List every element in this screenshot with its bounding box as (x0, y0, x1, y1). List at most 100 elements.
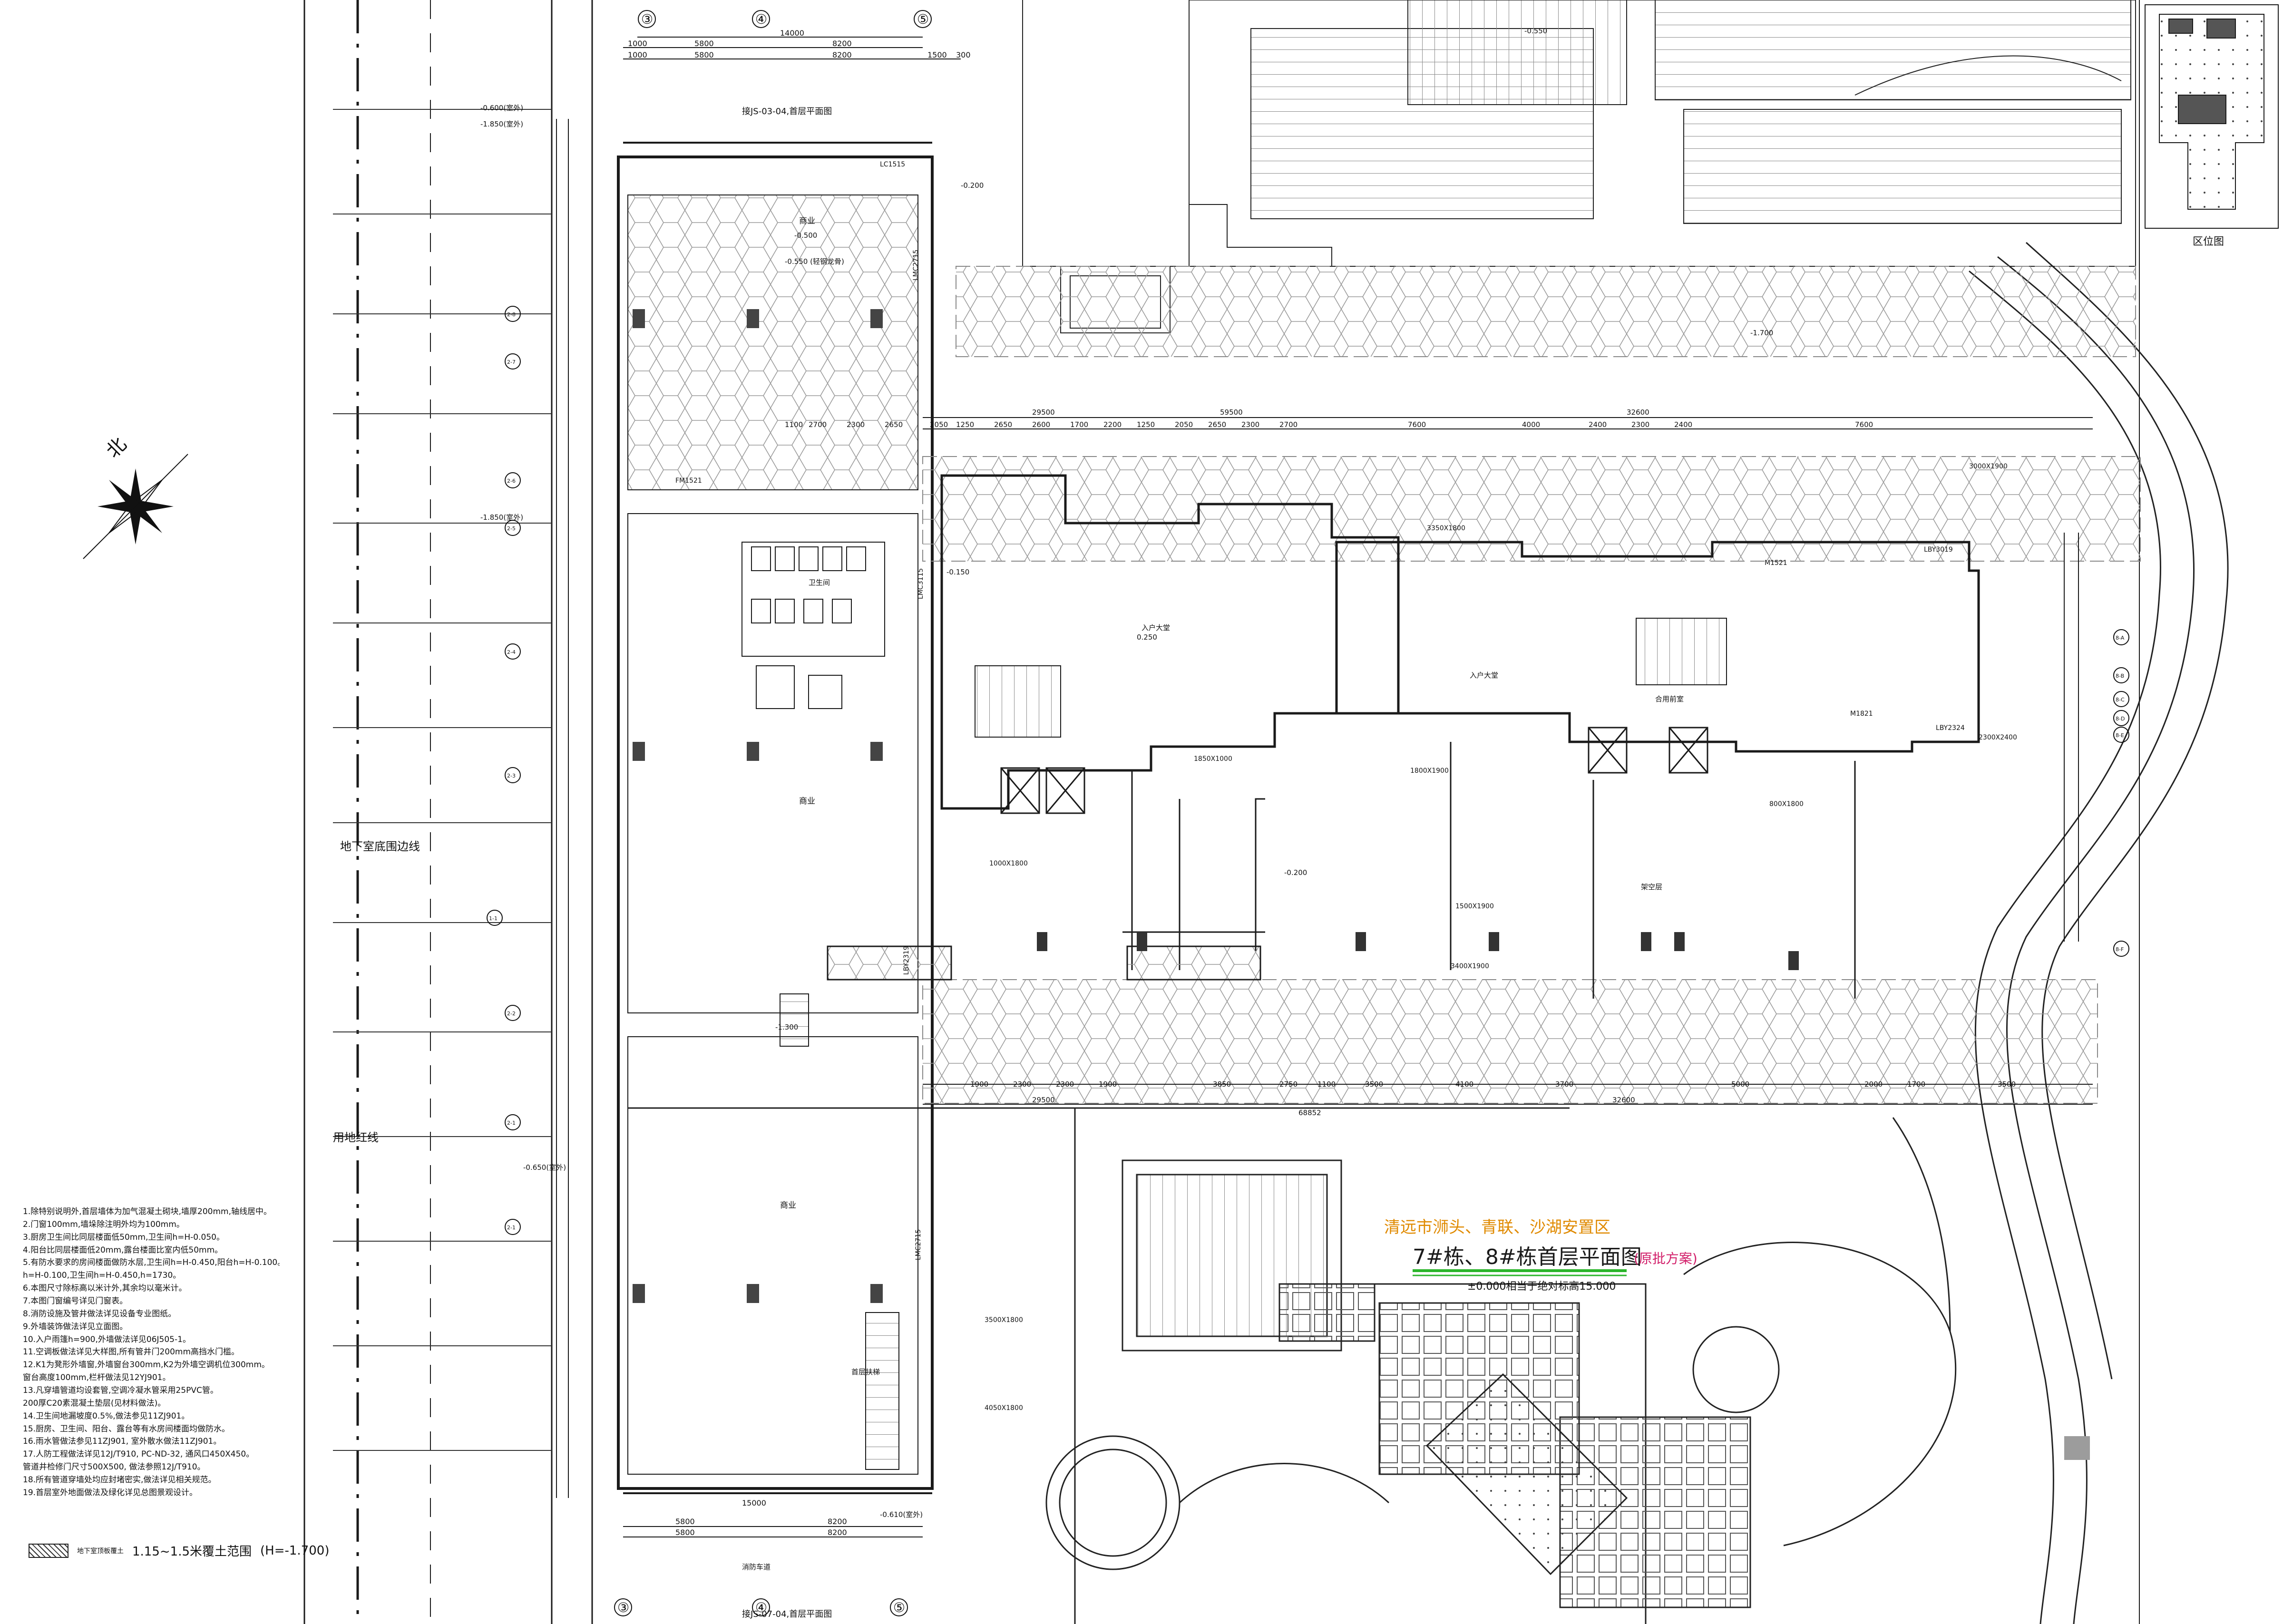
elev-label: -1.850(室外) (480, 120, 523, 128)
dim-text: 2750 (1279, 1080, 1298, 1089)
dim-text: 2300 (1056, 1080, 1074, 1089)
room-label: 入户大堂 (1142, 623, 1170, 632)
room-label: 卫生间 (809, 578, 830, 587)
note-line: 9.外墙装饰做法详见立面图。 (23, 1322, 128, 1332)
grid-bubble: ④ (755, 1600, 767, 1615)
room-label: 消防车道 (742, 1563, 771, 1571)
note-line: 12.K1为凳形外墙窗,外墙窗台300mm,K2为外墙空调机位300mm。 (23, 1360, 270, 1370)
axis-label: 8-B (2116, 673, 2124, 679)
note-line: 2.门窗100mm,墙垛除注明外均为100mm。 (23, 1219, 185, 1229)
note-line: 14.卫生间地漏坡度0.5%,做法参见11ZJ901。 (23, 1411, 190, 1421)
note-line: 6.本图尺寸除标高以米计外,其余均以毫米计。 (23, 1284, 187, 1293)
room-label: 商业 (780, 1201, 796, 1210)
grid-bubbles-left: 2-8 2-7 2-6 2-5 2-4 2-3 2-2 2-1 1-1 2-1 (487, 306, 521, 1235)
axis-label: 8-F (2116, 946, 2124, 953)
plan-labels: 地下室底围边线 用地红线 接JS-03-04,首层平面图 接JS-07-04,首… (333, 27, 2017, 1619)
note-line: 窗台高度100mm,栏杆做法见12YJ901。 (23, 1373, 171, 1383)
note-line: 10.入户雨篷h=900,外墙做法详见06J505-1。 (23, 1334, 191, 1344)
dim-text: 5800 (694, 50, 714, 59)
dim-text: 14000 (780, 29, 804, 38)
room-label: 商业 (799, 797, 815, 806)
building-dimensions-bottom: 1900 2300 2300 1900 3850 2750 1100 3500 … (970, 1080, 2016, 1117)
general-notes: 1.除特别说明外,首层墙体为加气混凝土砌块,墙厚200mm,轴线居中。 2.门窗… (23, 1206, 280, 1499)
note-line: 8.消防设施及管井做法详见设备专业图纸。 (23, 1309, 176, 1319)
note-line: 5.有防水要求的房间楼面做防水层,卫生间h=H-0.450,阳台h=H-0.10… (23, 1258, 280, 1268)
note-line: 13.凡穿墙管道均设套管,空调冷凝水管采用25PVC管。 (23, 1386, 218, 1396)
grid-bubble: ④ (755, 11, 767, 27)
dim-text: 2650 (885, 420, 903, 429)
window-code: LBY2319 (903, 946, 910, 975)
dim-text: 29500 (1032, 408, 1055, 417)
note-line: 16.雨水管做法参见11ZJ901, 室外散水做法11ZJ901。 (23, 1437, 222, 1447)
dim-text: 1000 (628, 39, 647, 48)
dim-text: 2050 (1175, 420, 1193, 429)
dim-text: 32600 (1612, 1096, 1635, 1104)
dim-text: 3850 (1213, 1080, 1231, 1089)
dim-text: 3700 (1555, 1080, 1573, 1089)
title-buildings: 7#栋、8#栋首层平面图 (1413, 1245, 1642, 1269)
dim-text: 1900 (1099, 1080, 1117, 1089)
dim-text: 2700 (809, 420, 827, 429)
parking-stalls (333, 109, 552, 1451)
building-dimensions-top: 1100 2700 2300 2650 2050 1250 2650 2600 … (785, 408, 1873, 429)
landscape-bottom (628, 1107, 2090, 1624)
room-label: 合用前室 (1655, 695, 1684, 703)
axis-label: 8-C (2116, 697, 2125, 703)
axis-label: 2-1 (507, 1225, 516, 1231)
elev-room: -0.500 (794, 231, 817, 240)
opening-size: 1850X1000 (1194, 755, 1232, 763)
grid-bubbles-bottom: ③ ④ ⑤ (614, 1598, 908, 1616)
dim-text: 2000 (1864, 1080, 1883, 1089)
opening-size: 3000X1900 (1969, 463, 2008, 470)
title-note: (原批方案) (1634, 1251, 1698, 1266)
room-label: 商业 (799, 216, 815, 226)
dim-text: 8200 (832, 50, 852, 59)
axis-label: 2-8 (507, 311, 516, 318)
site-boundaries (303, 0, 2140, 1624)
dim-text: 2650 (994, 420, 1012, 429)
axis-label: 8-D (2116, 716, 2125, 722)
dim-text: 1500 (927, 50, 947, 59)
dim-text: 2300 (1241, 420, 1259, 429)
dim-text: 4000 (1522, 420, 1540, 429)
dim-text: 1000 (628, 50, 647, 59)
note-line: 7.本图门窗编号详见门窗表。 (23, 1296, 128, 1306)
elev-room: -0.200 (961, 181, 984, 190)
dim-text: 5000 (1731, 1080, 1749, 1089)
dim-text: 1250 (1137, 420, 1155, 429)
ref-top-label: 接JS-03-04,首层平面图 (742, 107, 832, 117)
elev-label: -0.550 (1524, 27, 1547, 35)
drawing-title-block: 清远市浉头、青联、沙湖安置区 7#栋、8#栋首层平面图 (原批方案) ±0.00… (1384, 1218, 1698, 1293)
title-project: 清远市浉头、青联、沙湖安置区 (1384, 1218, 1610, 1237)
axis-label: 2-5 (507, 525, 516, 532)
dim-text: 2300 (1013, 1080, 1031, 1089)
boundary-basement-label: 地下室底围边线 (340, 840, 420, 853)
note-line: 1.除特别说明外,首层墙体为加气混凝土砌块,墙厚200mm,轴线居中。 (23, 1207, 272, 1216)
dim-text: 5800 (694, 39, 714, 48)
top-dimensions: 14000 1000 5800 8200 1000 5800 8200 1500… (628, 29, 971, 59)
grid-bubble: ③ (617, 1600, 629, 1615)
dim-text: 4100 (1455, 1080, 1473, 1089)
opening-size: 2300X2400 (1979, 734, 2017, 741)
legend: 地下室顶板覆土 1.15~1.5米覆土范围 (H=-1.700) (29, 1542, 329, 1559)
window-code: LMC2715 (915, 1229, 922, 1260)
curved-promenade (1969, 242, 2229, 1624)
grid-bubble: ⑤ (893, 1600, 905, 1615)
note-line: 17.人防工程做法详见12J/T910, PC-ND-32, 通风口450X45… (23, 1449, 254, 1459)
dimension-lines (556, 37, 2093, 1537)
axis-label: 2-7 (507, 359, 516, 365)
room-label: 首层扶梯 (851, 1368, 880, 1376)
grid-bubbles-right: 8-A 8-B 8-C 8-D 8-E 8-F (2113, 629, 2129, 957)
axis-label: 8-E (2116, 732, 2124, 739)
opening-size: 4050X1800 (985, 1404, 1023, 1412)
opening-size: 1800X1900 (1410, 767, 1449, 775)
keyplan-label: 区位图 (2193, 236, 2224, 248)
dim-text: 2050 (930, 420, 948, 429)
room-label: 入户大堂 (1470, 671, 1498, 680)
elev-room: 0.250 (1137, 633, 1157, 642)
note-line: 11.空调板做法详见大样图,所有管井门200mm高挡水门槛。 (23, 1347, 240, 1357)
elev-label: -0.610(室外) (880, 1510, 923, 1519)
opening-size: 3500X1800 (985, 1316, 1023, 1324)
dim-text: 300 (956, 50, 971, 59)
